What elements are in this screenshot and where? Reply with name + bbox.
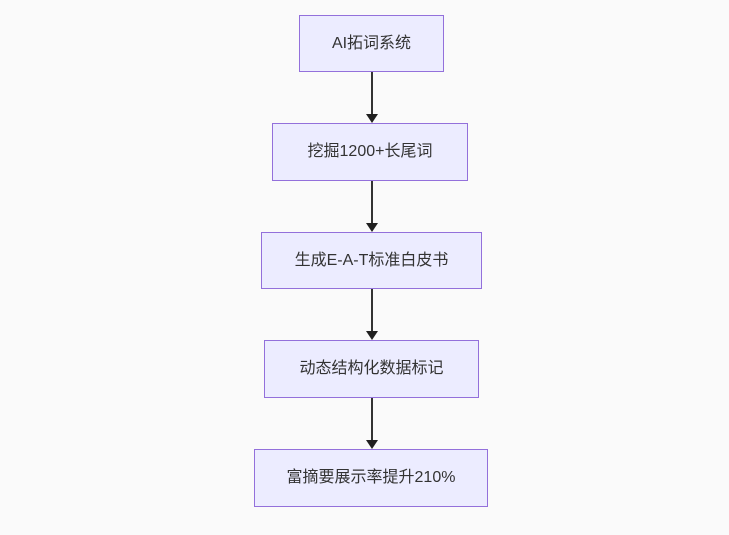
flowchart-node-longtail-mining: 挖掘1200+长尾词	[272, 123, 468, 181]
node-label: AI拓词系统	[331, 34, 412, 52]
node-label: 动态结构化数据标记	[299, 360, 444, 378]
arrowhead-down-icon	[365, 114, 378, 123]
flowchart-arrow-3	[364, 289, 379, 340]
arrow-line	[370, 181, 373, 223]
flowchart-arrow-1	[364, 72, 379, 123]
flowchart-node-structured-data-markup: 动态结构化数据标记	[264, 340, 479, 398]
arrow-line	[370, 398, 373, 440]
node-label: 富摘要展示率提升210%	[286, 469, 456, 487]
node-label: 挖掘1200+长尾词	[307, 143, 433, 161]
flowchart-arrow-4	[364, 398, 379, 449]
flowchart-node-rich-snippet-result: 富摘要展示率提升210%	[254, 449, 488, 507]
arrowhead-down-icon	[365, 440, 378, 449]
node-label: 生成E-A-T标准白皮书	[294, 251, 449, 269]
arrow-line	[370, 72, 373, 114]
flowchart-node-eat-whitepaper: 生成E-A-T标准白皮书	[261, 232, 482, 289]
arrow-line	[370, 289, 373, 331]
arrowhead-down-icon	[365, 223, 378, 232]
arrowhead-down-icon	[365, 331, 378, 340]
flowchart-node-ai-word-expansion: AI拓词系统	[299, 15, 444, 72]
flowchart-arrow-2	[364, 181, 379, 232]
